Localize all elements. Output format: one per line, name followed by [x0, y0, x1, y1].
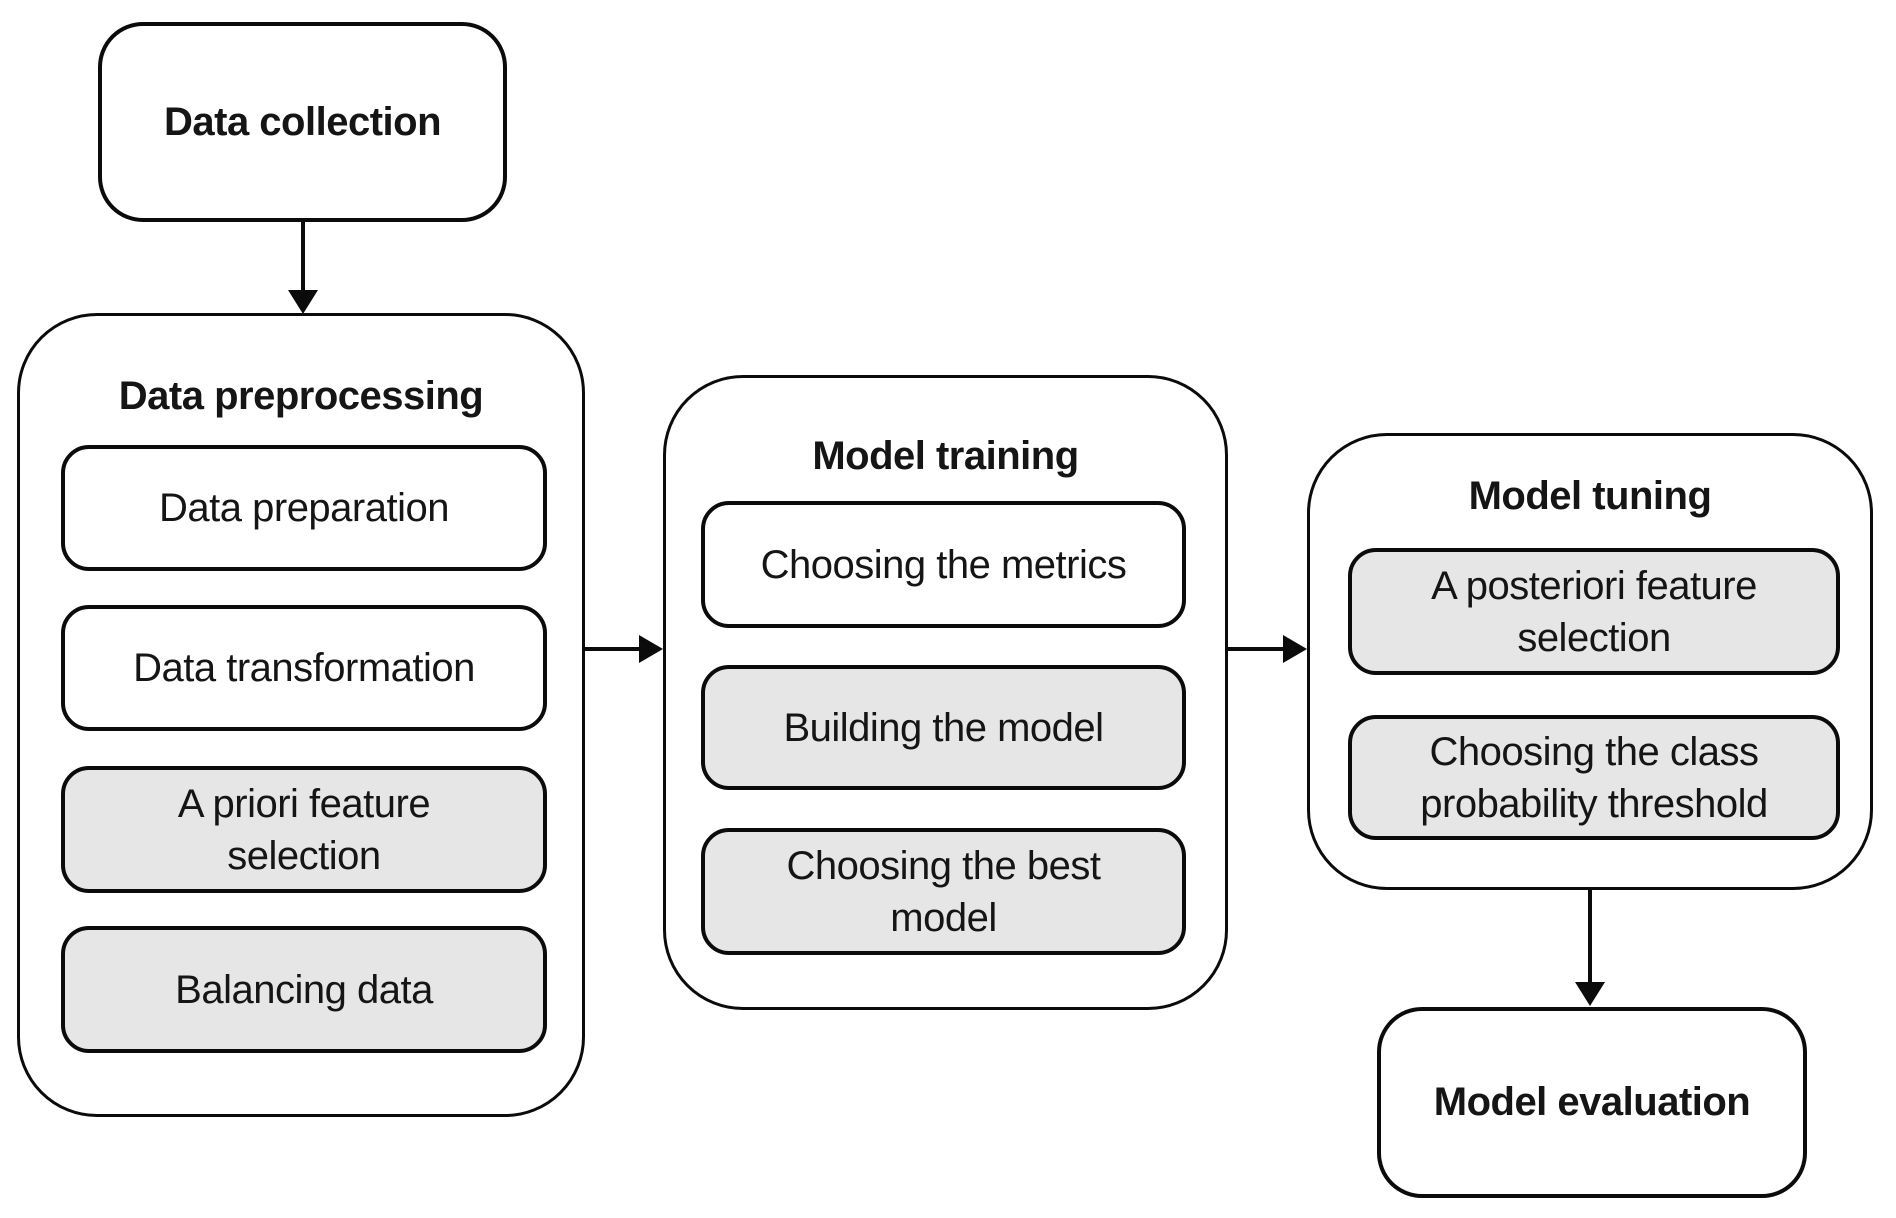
arrow-stem [1588, 890, 1592, 984]
group-title-model-training: Model training [812, 434, 1079, 478]
step-building-the-model: Building the model [701, 665, 1186, 790]
step-label: Choosing the class probability threshold [1420, 729, 1768, 826]
step-label: A posteriori feature selection [1431, 563, 1757, 660]
arrow-stem [1228, 647, 1285, 651]
step-balancing-data: Balancing data [61, 926, 547, 1053]
step-label: Choosing the metrics [760, 542, 1127, 587]
node-data-collection-label: Data collection [163, 99, 442, 144]
group-model-training: Model training Choosing the metrics Buil… [663, 375, 1228, 1010]
step-data-transformation: Data transformation [61, 605, 547, 731]
step-data-preparation: Data preparation [61, 445, 547, 571]
arrow-stem [585, 647, 641, 651]
step-label: Balancing data [175, 967, 433, 1012]
arrow-stem [301, 222, 305, 292]
step-a-posteriori-feature-selection: A posteriori feature selection [1348, 548, 1840, 675]
node-data-collection: Data collection [98, 22, 507, 222]
arrowhead-down-icon [288, 290, 318, 314]
group-model-tuning: Model tuning A posteriori feature select… [1307, 433, 1873, 890]
step-a-priori-feature-selection: A priori feature selection [61, 766, 547, 893]
group-title-data-preprocessing: Data preprocessing [118, 374, 484, 418]
step-label: Data preparation [159, 486, 449, 530]
arrowhead-right-icon [639, 635, 663, 663]
arrowhead-right-icon [1283, 635, 1307, 663]
group-title-model-tuning: Model tuning [1468, 474, 1712, 518]
step-label: A priori feature selection [177, 781, 431, 878]
step-choosing-the-best-model: Choosing the best model [701, 828, 1186, 955]
arrowhead-down-icon [1575, 982, 1605, 1006]
node-model-evaluation-label: Model evaluation [1433, 1080, 1751, 1124]
step-choosing-class-probability-threshold: Choosing the class probability threshold [1348, 715, 1840, 840]
step-label: Building the model [783, 705, 1104, 750]
step-label: Choosing the best model [786, 843, 1101, 940]
step-label: Data transformation [133, 646, 475, 690]
step-choosing-the-metrics: Choosing the metrics [701, 501, 1186, 628]
node-model-evaluation: Model evaluation [1377, 1007, 1807, 1198]
group-data-preprocessing: Data preprocessing Data preparation Data… [17, 313, 585, 1117]
